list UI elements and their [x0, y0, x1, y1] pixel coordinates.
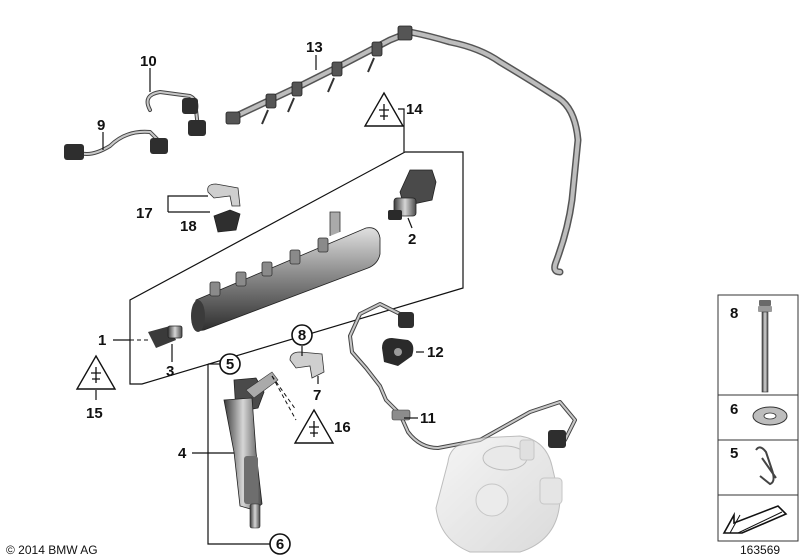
warning-triangle-14	[363, 91, 405, 127]
callout-8: 8	[298, 327, 306, 344]
callout-labels: 10 9 13 14 2 17 18 1 3 15 4 7 16 12 11	[86, 39, 444, 462]
callout-3: 3	[166, 363, 174, 380]
high-pressure-line	[348, 302, 577, 450]
callout-7: 7	[313, 387, 321, 404]
injector	[223, 371, 279, 529]
callout-13: 13	[306, 39, 323, 56]
pressure-control-valve	[388, 169, 437, 220]
callout-17: 17	[136, 205, 153, 222]
arrow-icon	[722, 505, 788, 534]
bracket-17	[207, 183, 241, 207]
callout-4: 4	[178, 445, 187, 462]
callout-9: 9	[97, 117, 105, 134]
legend-panel: 8 6 5	[717, 294, 799, 542]
warning-triangle-16	[293, 408, 335, 444]
callout-18: 18	[180, 218, 197, 235]
rail-pressure-sensor	[148, 325, 183, 348]
callout-6: 6	[276, 536, 284, 553]
common-rail	[191, 211, 381, 332]
callout-12: 12	[427, 344, 444, 361]
callout-1: 1	[98, 332, 106, 349]
warning-triangle-15	[75, 354, 117, 390]
callout-10: 10	[140, 53, 157, 70]
callout-2: 2	[408, 231, 416, 248]
clamp	[382, 338, 414, 366]
callout-5: 5	[226, 356, 234, 373]
circled-callouts: 5 8 6	[219, 324, 313, 555]
callout-14: 14	[406, 101, 423, 118]
leader-lines	[95, 55, 424, 545]
high-pressure-pump	[435, 435, 563, 553]
legend-label-6: 6	[730, 401, 738, 418]
callout-16: 16	[334, 419, 351, 436]
bracket-18	[213, 209, 241, 233]
washer-icon	[752, 406, 788, 426]
legend-label-5: 5	[730, 445, 738, 462]
bolt-icon	[758, 300, 772, 393]
diagram-number: 163569	[740, 543, 780, 557]
injection-line-10	[145, 90, 206, 136]
legend-label-8: 8	[730, 305, 738, 322]
fuel-return-line	[225, 25, 582, 276]
clip-icon	[755, 446, 777, 486]
copyright-text: © 2014 BMW AG	[6, 543, 98, 557]
rail-group-frame	[129, 151, 464, 385]
injector-bracket	[289, 351, 325, 379]
callout-11: 11	[420, 410, 436, 427]
injection-line-9	[64, 129, 168, 160]
callout-15: 15	[86, 405, 103, 422]
